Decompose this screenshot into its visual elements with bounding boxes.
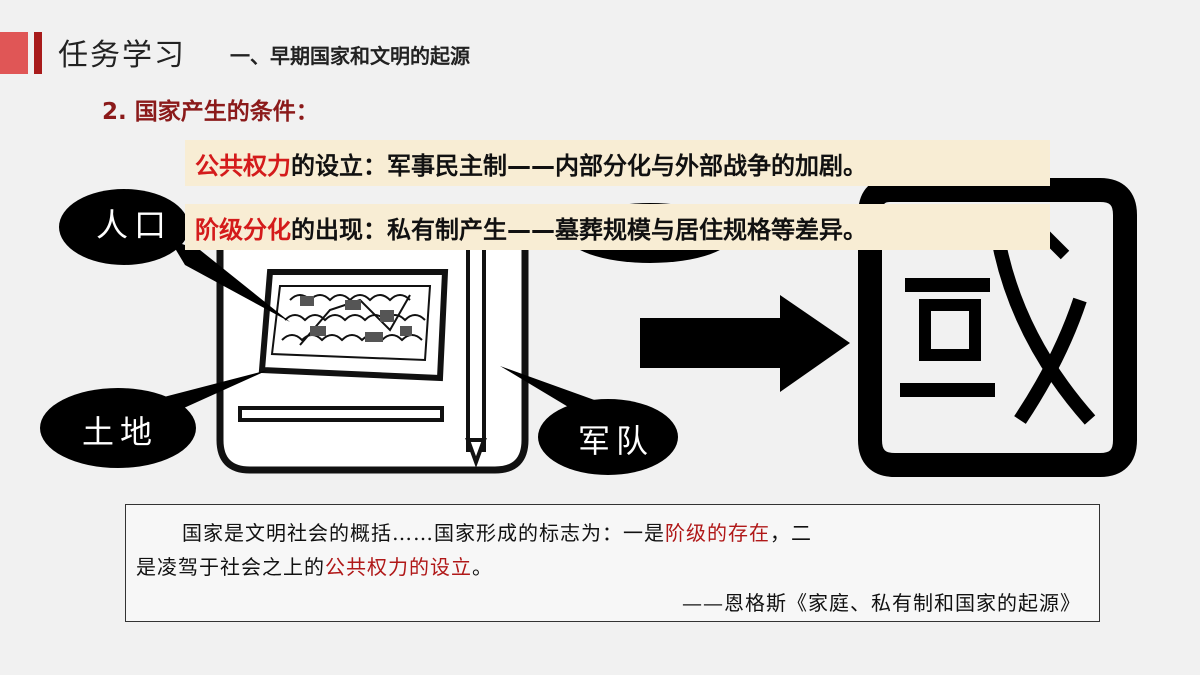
land-field xyxy=(258,269,449,382)
quote-text: 。 xyxy=(472,555,493,579)
quote-box: 国家是文明社会的概括……国家形成的标志为：一是阶级的存在，二 是凌驾于社会之上的… xyxy=(125,504,1100,622)
accent-bar-dark xyxy=(34,32,42,74)
quote-text: ，二 xyxy=(770,521,812,545)
quote-emphasis: 公共权力的设立 xyxy=(325,555,472,579)
quote-text: 是凌驾于社会之上的 xyxy=(136,555,325,579)
point-title: 2. 国家产生的条件： xyxy=(102,99,319,125)
bubble-land-label: 土地 xyxy=(82,413,159,451)
bubble-population-label: 人口 xyxy=(96,206,173,244)
quote-text: 国家是文明社会的概括……国家形成的标志为：一是 xyxy=(182,521,665,545)
bubble-population xyxy=(59,189,290,322)
condition-highlight: 公共权力 xyxy=(195,151,291,180)
lesson-subtitle: 一、早期国家和文明的起源 xyxy=(230,44,470,68)
weapon xyxy=(465,238,487,468)
bottom-bar xyxy=(238,406,444,422)
condition-highlight: 阶级分化 xyxy=(195,215,291,244)
quote-line-2: 是凌驾于社会之上的公共权力的设立。 xyxy=(136,551,493,580)
bubble-land xyxy=(40,370,268,468)
quote-emphasis: 阶级的存在 xyxy=(665,521,770,545)
section-title: 任务学习 xyxy=(58,38,186,73)
quote-line-1: 国家是文明社会的概括……国家形成的标志为：一是阶级的存在，二 xyxy=(182,517,812,546)
condition-band-1: 公共权力 的设立：军事民主制——内部分化与外部战争的加剧。 xyxy=(185,140,1050,186)
bubble-army xyxy=(500,366,678,475)
condition-text: 的出现：私有制产生——墓葬规模与居住规格等差异。 xyxy=(291,215,867,244)
condition-band-2: 阶级分化 的出现：私有制产生——墓葬规模与居住规格等差异。 xyxy=(185,204,1050,250)
right-arrow-icon xyxy=(640,295,850,392)
quote-source: ——恩格斯《家庭、私有制和国家的起源》 xyxy=(682,591,1081,615)
condition-text: 的设立：军事民主制——内部分化与外部战争的加剧。 xyxy=(291,151,867,180)
accent-bar xyxy=(0,32,28,74)
bubble-army-label: 军队 xyxy=(578,422,655,460)
